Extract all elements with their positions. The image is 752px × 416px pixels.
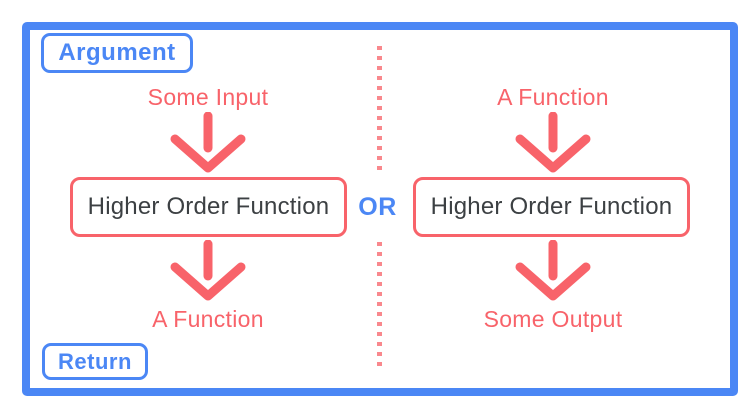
left-input-label: Some Input — [147, 84, 269, 110]
down-arrow-icon — [163, 240, 253, 302]
down-arrow-icon — [508, 240, 598, 302]
down-arrow-icon — [508, 112, 598, 174]
left-output-label: A Function — [152, 306, 264, 332]
right-input-label: A Function — [497, 84, 609, 110]
left-higher-order-function-box: Higher Order Function — [70, 177, 347, 237]
return-badge: Return — [42, 343, 148, 380]
or-label: OR — [358, 193, 397, 221]
right-higher-order-function-box: Higher Order Function — [413, 177, 690, 237]
down-arrow-icon — [163, 112, 253, 174]
dotted-divider-icon — [377, 46, 382, 171]
right-output-label: Some Output — [483, 306, 623, 332]
argument-badge: Argument — [41, 33, 193, 73]
dotted-divider-icon — [377, 242, 382, 369]
